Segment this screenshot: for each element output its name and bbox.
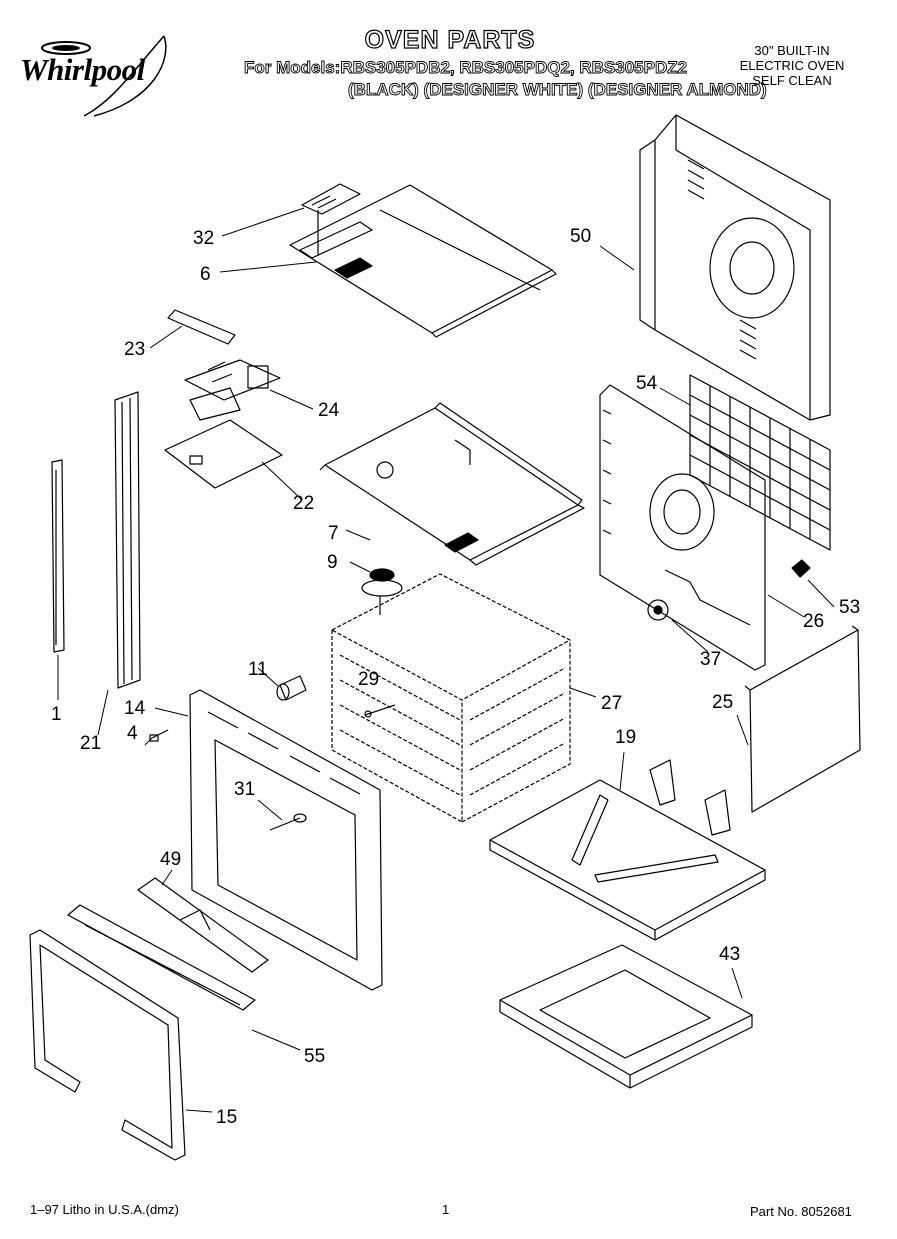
- part-53-clip: [792, 560, 810, 577]
- callout-15: 15: [216, 1107, 238, 1128]
- part-25-side-panel: [745, 626, 860, 812]
- product-description: 30" BUILT-IN ELECTRIC OVEN SELF CLEAN: [722, 43, 862, 88]
- part-31-jack: [270, 814, 306, 830]
- callout-9: 9: [327, 552, 338, 573]
- part-24-switch-assembly: [185, 360, 280, 420]
- callout-37: 37: [700, 649, 722, 670]
- callout-6: 6: [200, 264, 211, 285]
- part-14-front-frame: [190, 690, 382, 990]
- callout-43: 43: [719, 944, 741, 965]
- part-4-screw: [150, 730, 168, 741]
- part-19-bottom-tray: [490, 760, 765, 940]
- part-23-strip: [168, 310, 235, 344]
- callout-25: 25: [712, 692, 734, 713]
- litho-note: 1–97 Litho in U.S.A.(dmz): [30, 1202, 179, 1217]
- leader-lines: [58, 208, 834, 1112]
- part-49-vent-strip: [138, 878, 268, 972]
- whirlpool-logo: [41, 35, 167, 117]
- callout-49: 49: [160, 849, 182, 870]
- part-54-insulation: [690, 375, 830, 550]
- callout-14: 14: [124, 698, 146, 719]
- brand-wordmark: Whirlpool: [20, 52, 145, 87]
- part-55-vent-trim: [68, 905, 255, 1010]
- callout-23: 23: [124, 339, 146, 360]
- callout-29: 29: [358, 669, 380, 690]
- callout-55: 55: [304, 1046, 326, 1067]
- callout-32: 32: [193, 228, 215, 249]
- callout-53: 53: [839, 597, 861, 618]
- part-9-thermostat: [362, 569, 402, 615]
- callout-50: 50: [570, 226, 592, 247]
- callout-31: 31: [234, 779, 256, 800]
- part-22-sheet: [165, 420, 282, 488]
- description-line-1: 30" BUILT-IN: [754, 43, 830, 58]
- callout-11: 11: [248, 659, 268, 680]
- part-7-top-shield: [320, 403, 584, 565]
- part-number: Part No. 8052681: [750, 1204, 852, 1219]
- part-21-side-rail: [115, 392, 140, 688]
- callout-7: 7: [328, 523, 339, 544]
- part-27-oven-cavity: [332, 574, 570, 822]
- part-29-probe: [365, 705, 395, 717]
- callout-27: 27: [601, 693, 623, 714]
- page-number: 1: [442, 1202, 450, 1217]
- part-50-rear-panel: [640, 115, 830, 420]
- callout-54: 54: [636, 373, 658, 394]
- part-11-socket: [277, 676, 306, 700]
- description-line-3: SELF CLEAN: [752, 73, 832, 88]
- part-15-gasket: [30, 930, 185, 1160]
- page-title: OVEN PARTS: [364, 25, 536, 54]
- description-line-2: ELECTRIC OVEN: [739, 58, 845, 73]
- part-37-element: [648, 600, 668, 620]
- part-1-trim: [52, 460, 64, 652]
- part-43-drip-pan: [500, 945, 752, 1088]
- part-32-bracket: [302, 184, 360, 214]
- callout-26: 26: [803, 611, 825, 632]
- colors-line: (BLACK) (DESIGNER WHITE) (DESIGNER ALMON…: [348, 80, 768, 100]
- callout-22: 22: [293, 493, 315, 514]
- callout-4: 4: [127, 723, 138, 744]
- part-26-rear-panel: [600, 385, 765, 670]
- callout-1: 1: [51, 704, 62, 725]
- part-6-top-panel: [290, 185, 556, 337]
- callout-24: 24: [318, 400, 340, 421]
- callout-21: 21: [80, 733, 102, 754]
- models-line: For Models:RBS305PDB2, RBS305PDQ2, RBS30…: [244, 58, 688, 78]
- callout-19: 19: [615, 727, 637, 748]
